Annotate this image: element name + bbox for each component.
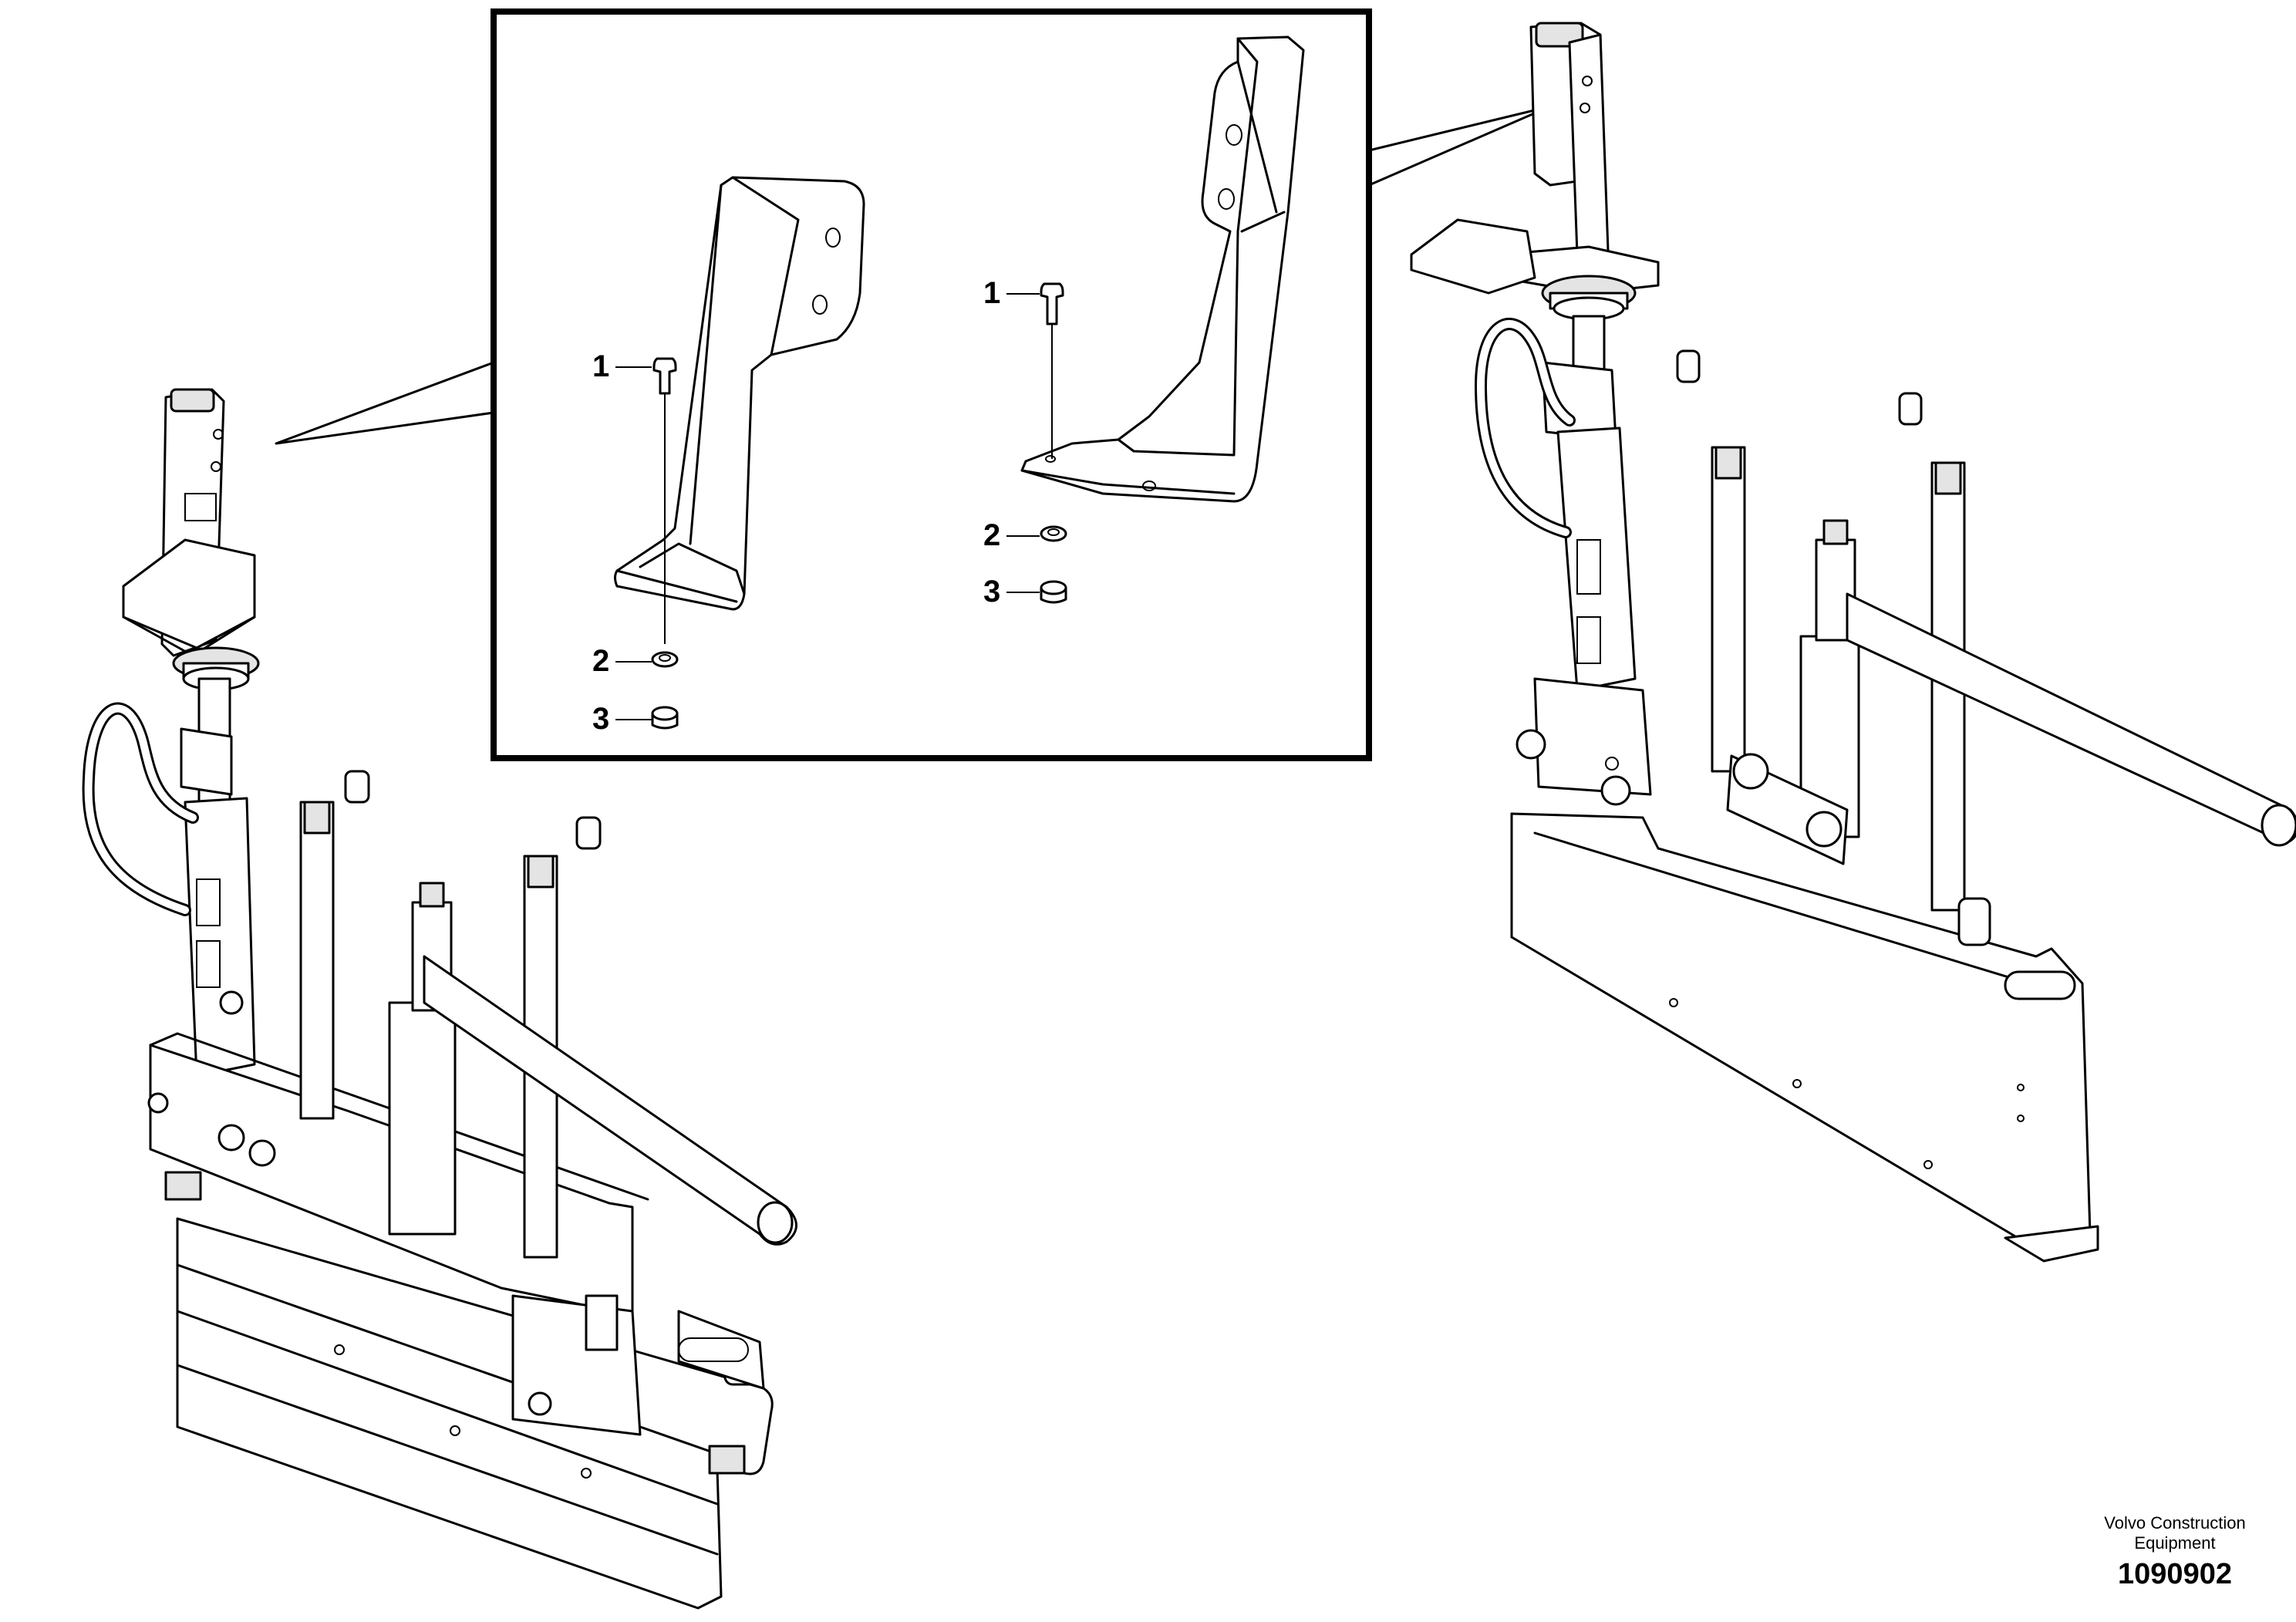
inset-leader-right bbox=[1367, 105, 1552, 187]
callouts: 1 2 3 1 2 3 bbox=[592, 276, 1040, 736]
callout-2-left: 2 bbox=[592, 644, 609, 678]
callout-1-left: 1 bbox=[592, 349, 609, 383]
detail-hardware-left bbox=[651, 357, 679, 730]
company-name-line-1: Volvo Construction bbox=[2104, 1513, 2246, 1533]
callout-1-right: 1 bbox=[983, 276, 1000, 310]
right-cylinder-1 bbox=[1711, 446, 1746, 773]
detail-bracket-left bbox=[614, 176, 865, 611]
inset-leader-left bbox=[275, 361, 495, 445]
right-main-frame bbox=[1510, 812, 2092, 1255]
left-assembly bbox=[82, 388, 797, 1610]
detail-bracket-right bbox=[1020, 35, 1305, 503]
callout-3-right: 3 bbox=[983, 575, 1000, 609]
document-number: 1090902 bbox=[2118, 1558, 2232, 1590]
detail-hardware-right bbox=[1040, 282, 1067, 604]
publisher-credit: Volvo Construction Equipment 1090902 bbox=[2052, 1513, 2296, 1591]
right-tow-bar bbox=[1846, 592, 2296, 845]
left-cylinder-1 bbox=[299, 801, 335, 1120]
company-name-line-2: Equipment bbox=[2134, 1533, 2216, 1553]
detail-inset: 1 2 3 1 2 3 bbox=[275, 8, 1552, 761]
callout-2-right: 2 bbox=[983, 518, 1000, 552]
callout-3-left: 3 bbox=[592, 702, 609, 736]
left-center-column bbox=[388, 1001, 457, 1236]
right-assembly bbox=[1410, 22, 2296, 1263]
